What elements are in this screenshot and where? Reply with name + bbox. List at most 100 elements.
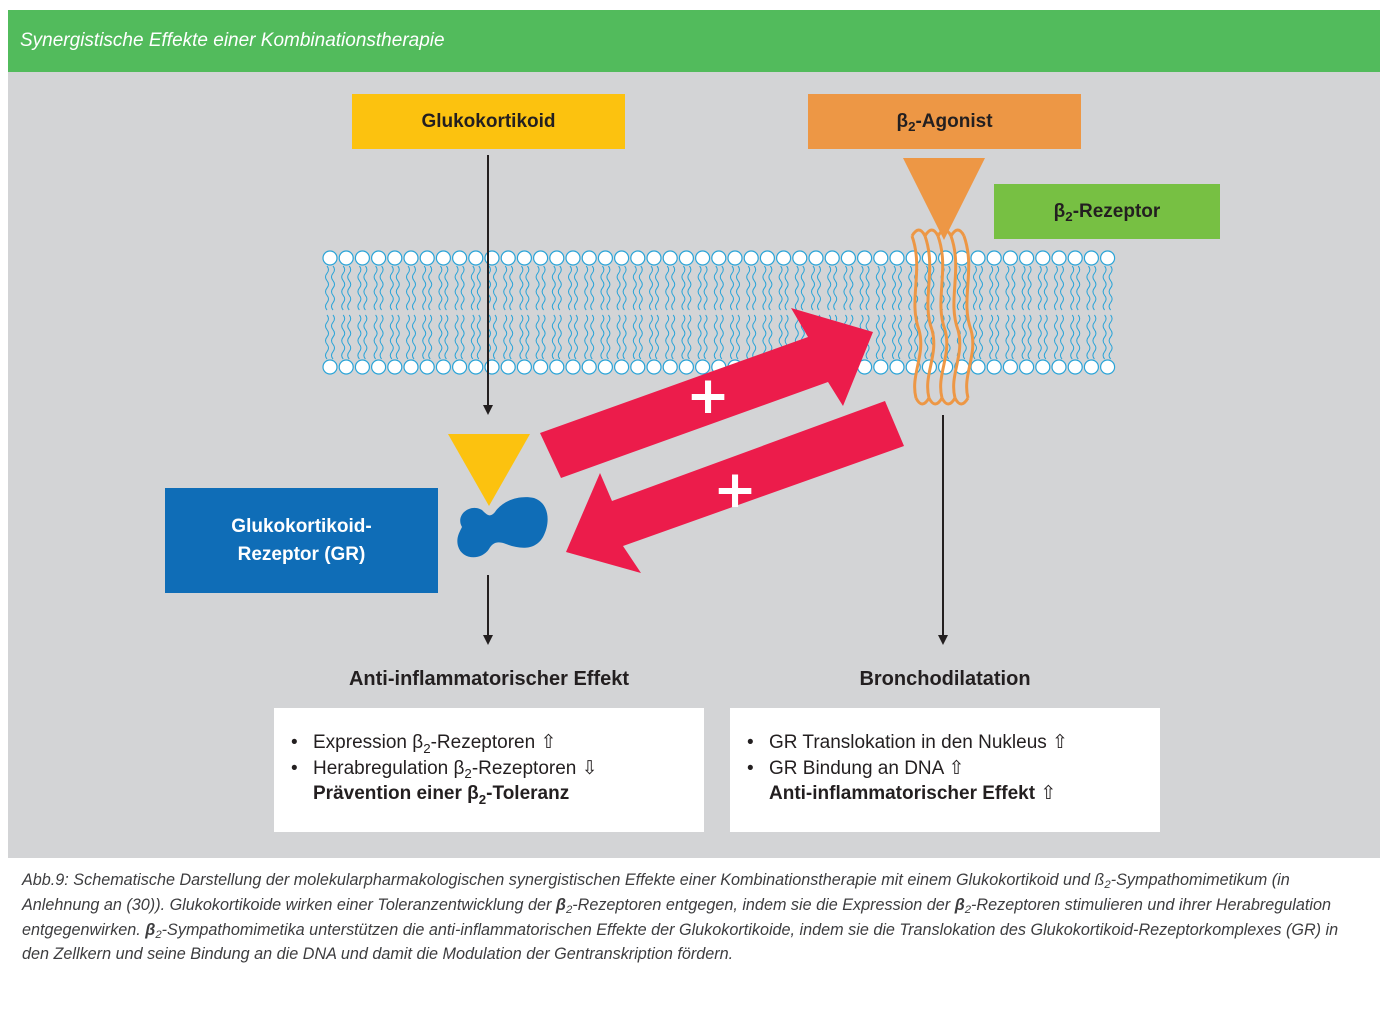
lipid-tail <box>736 314 740 360</box>
lipid-head <box>322 359 338 375</box>
lipid-head <box>500 250 516 266</box>
lipid-tail <box>746 265 751 311</box>
lipid-tail <box>817 265 821 311</box>
lipid-tail <box>681 314 686 360</box>
list-item: •Herabregulation β2-Rezeptoren ⇩ <box>291 757 598 782</box>
lipid-head <box>322 250 338 266</box>
lipid-tail <box>908 265 913 311</box>
lipid-tail <box>428 314 433 360</box>
lipid-tail <box>956 265 961 311</box>
anti-inflammatory-box: •Expression β2-Rezeptoren ⇧ •Herabregula… <box>274 708 704 832</box>
lipid-tail <box>444 314 449 360</box>
lipid-head <box>1099 359 1116 375</box>
lipid-head <box>1018 359 1035 375</box>
lipid-tail <box>1011 314 1016 360</box>
lipid-head <box>452 359 468 375</box>
lipid-tail <box>762 265 767 311</box>
receptor-loop <box>923 228 940 237</box>
lipid-tail <box>325 314 329 360</box>
lipid-head <box>711 250 727 266</box>
lipid-tail <box>1102 265 1107 311</box>
lipid-tail <box>989 265 994 311</box>
lipid-tail <box>924 265 929 311</box>
lipid-tail <box>406 265 410 311</box>
lipid-tail <box>519 265 524 311</box>
lipid-tail <box>687 265 692 311</box>
lipid-tail <box>509 314 514 360</box>
lipid-head <box>354 250 370 266</box>
lipid-tail <box>600 314 605 360</box>
receptor-helix <box>923 235 936 399</box>
lipid-head <box>435 250 451 266</box>
lipid-tail <box>568 314 572 360</box>
lipid-head <box>856 250 873 266</box>
lipid-head <box>970 250 986 266</box>
lipid-tail <box>1086 314 1091 360</box>
lipid-tail <box>892 314 896 360</box>
lipid-tail <box>541 265 546 311</box>
gr-label: Glukokortikoid- Rezeptor (GR) <box>231 515 372 565</box>
lipid-head <box>694 250 711 266</box>
lipid-tail <box>1005 265 1010 311</box>
lipid-tail <box>1086 265 1091 311</box>
lipid-tail <box>422 314 427 360</box>
lipid-tail <box>778 265 783 311</box>
lipid-head <box>516 359 533 375</box>
lipid-tail <box>1027 314 1032 360</box>
beta2-receptor-coil <box>910 228 975 406</box>
lipid-tail <box>454 265 459 311</box>
lipid-tail <box>541 314 546 360</box>
lipid-head <box>694 359 711 375</box>
lipid-head <box>889 359 905 375</box>
lipid-tail <box>357 314 362 360</box>
lipid-tail <box>331 314 335 360</box>
lipid-tail <box>687 314 692 360</box>
lipid-head <box>662 359 678 375</box>
lipid-tail <box>590 265 595 311</box>
lipid-head <box>759 250 776 266</box>
lipid-head <box>678 250 695 266</box>
lipid-tail <box>444 265 449 311</box>
lipid-tail <box>606 265 611 311</box>
lipid-tail <box>395 314 400 360</box>
lipid-tail <box>1043 314 1048 360</box>
lipid-tail <box>551 314 556 360</box>
lipid-tail <box>962 265 967 311</box>
lipid-head <box>1051 359 1067 375</box>
lipid-tail <box>1076 314 1081 360</box>
lipid-tail <box>638 314 643 360</box>
lipid-tail <box>930 265 935 311</box>
list-item: •GR Translokation in den Nukleus ⇧ <box>747 732 1068 753</box>
diagram-title: Synergistische Effekte einer Kombination… <box>8 10 1380 72</box>
lipid-tail <box>713 265 718 311</box>
receptor-loop <box>940 397 957 406</box>
lipid-tail <box>509 265 514 311</box>
lipid-head <box>419 250 435 266</box>
lipid-head <box>516 250 533 266</box>
lipid-tail <box>438 265 443 311</box>
lipid-head <box>727 250 743 266</box>
lipid-tail <box>875 265 880 311</box>
lipid-head <box>840 250 857 266</box>
lipid-tail <box>525 265 530 311</box>
lipid-tail <box>454 314 459 360</box>
lipid-tail <box>622 265 627 311</box>
lipid-tail <box>373 265 378 311</box>
lipid-head <box>775 250 792 266</box>
lipid-head <box>354 359 370 375</box>
lipid-head <box>1099 250 1116 266</box>
lipid-tail <box>525 314 530 360</box>
lipid-head <box>1035 250 1051 266</box>
lipid-tail <box>752 314 757 360</box>
synergy-plus-lower: + <box>713 460 757 520</box>
lipid-tail <box>697 265 702 311</box>
lipid-tail <box>843 265 848 311</box>
gr-receptor-blob <box>457 497 548 558</box>
lipid-head <box>435 359 451 375</box>
lipid-head <box>743 250 759 266</box>
lipid-tail <box>1005 314 1010 360</box>
lipid-tail <box>649 265 653 311</box>
lipid-head <box>549 250 565 266</box>
lipid-tail <box>849 265 854 311</box>
